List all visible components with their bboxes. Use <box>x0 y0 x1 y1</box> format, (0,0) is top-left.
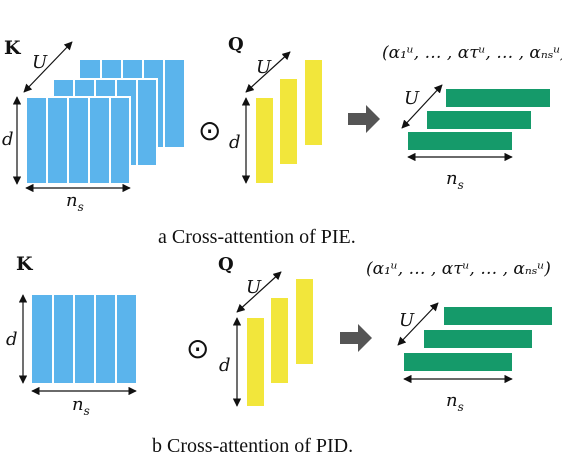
panel-a: K <box>2 34 562 248</box>
panel-a-key-stack <box>25 60 184 185</box>
panel-b-query-bar <box>271 298 288 383</box>
panel-b: K d ns ⊙ Q U d (α₁ᵘ, … , α𝜏ᵘ, … , αₙₛᵘ) <box>6 253 552 456</box>
panel-a-query-d-label: d <box>229 132 241 153</box>
panel-b-query-d-label: d <box>219 355 231 376</box>
panel-b-output-bar <box>444 307 552 325</box>
panel-a-key-d-label: d <box>2 129 14 150</box>
panel-a-caption: a Cross-attention of PIE. <box>158 226 356 248</box>
panel-b-query-bar <box>296 279 313 364</box>
panel-a-key-u-arrow <box>23 41 73 93</box>
panel-a-query-bar <box>256 98 273 183</box>
panel-b-key-ns-label: ns <box>72 394 90 418</box>
panel-a-output-ns-label: ns <box>446 168 464 192</box>
panel-b-output-label: (α₁ᵘ, … , α𝜏ᵘ, … , αₙₛᵘ) <box>366 259 551 279</box>
panel-a-key-matrix-front <box>25 96 131 185</box>
panel-b-output-u-label: U <box>399 310 415 331</box>
panel-a-query-label: Q <box>228 34 244 55</box>
panel-b-query-bars <box>247 279 313 406</box>
panel-b-output-bar <box>404 353 512 371</box>
panel-b-output-ns-label: ns <box>446 390 464 414</box>
panel-b-output-u-arrow <box>397 302 439 346</box>
panel-a-query-bar <box>305 60 322 145</box>
panel-a-query-u-arrow <box>245 51 291 93</box>
panel-b-query-u-arrow <box>236 271 282 313</box>
panel-a-output-bars <box>408 89 550 150</box>
panel-a-query-bar <box>280 79 297 164</box>
panel-b-transform-arrow <box>340 324 372 352</box>
panel-a-query-bars <box>256 60 322 183</box>
panel-a-transform-arrow <box>348 105 380 133</box>
panel-a-key-label: K <box>4 37 22 59</box>
panel-a-key-ns-label: ns <box>66 190 84 214</box>
panel-b-key-matrix <box>32 295 136 383</box>
panel-a-query-u-label: U <box>256 57 272 78</box>
panel-b-query-u-label: U <box>246 277 262 298</box>
panel-a-output-bar <box>408 132 512 150</box>
panel-a-output-u-arrow <box>401 84 443 129</box>
panel-a-output-bar <box>427 111 531 129</box>
panel-a-output-bar <box>446 89 550 107</box>
panel-a-output-u-label: U <box>404 88 420 109</box>
panel-b-query-label: Q <box>218 254 234 275</box>
panel-a-operator: ⊙ <box>198 114 221 147</box>
panel-b-caption: b Cross-attention of PID. <box>152 435 353 456</box>
panel-b-operator: ⊙ <box>186 332 209 365</box>
panel-a-output-label: (α₁ᵘ, … , α𝜏ᵘ, … , αₙₛᵘ) <box>382 43 562 63</box>
panel-a-key-u-label: U <box>32 52 48 73</box>
panel-b-key-d-label: d <box>6 329 18 350</box>
panel-b-query-bar <box>247 318 264 406</box>
panel-b-output-bars <box>404 307 552 371</box>
panel-b-output-bar <box>424 330 532 348</box>
panel-b-key-label: K <box>16 253 34 275</box>
